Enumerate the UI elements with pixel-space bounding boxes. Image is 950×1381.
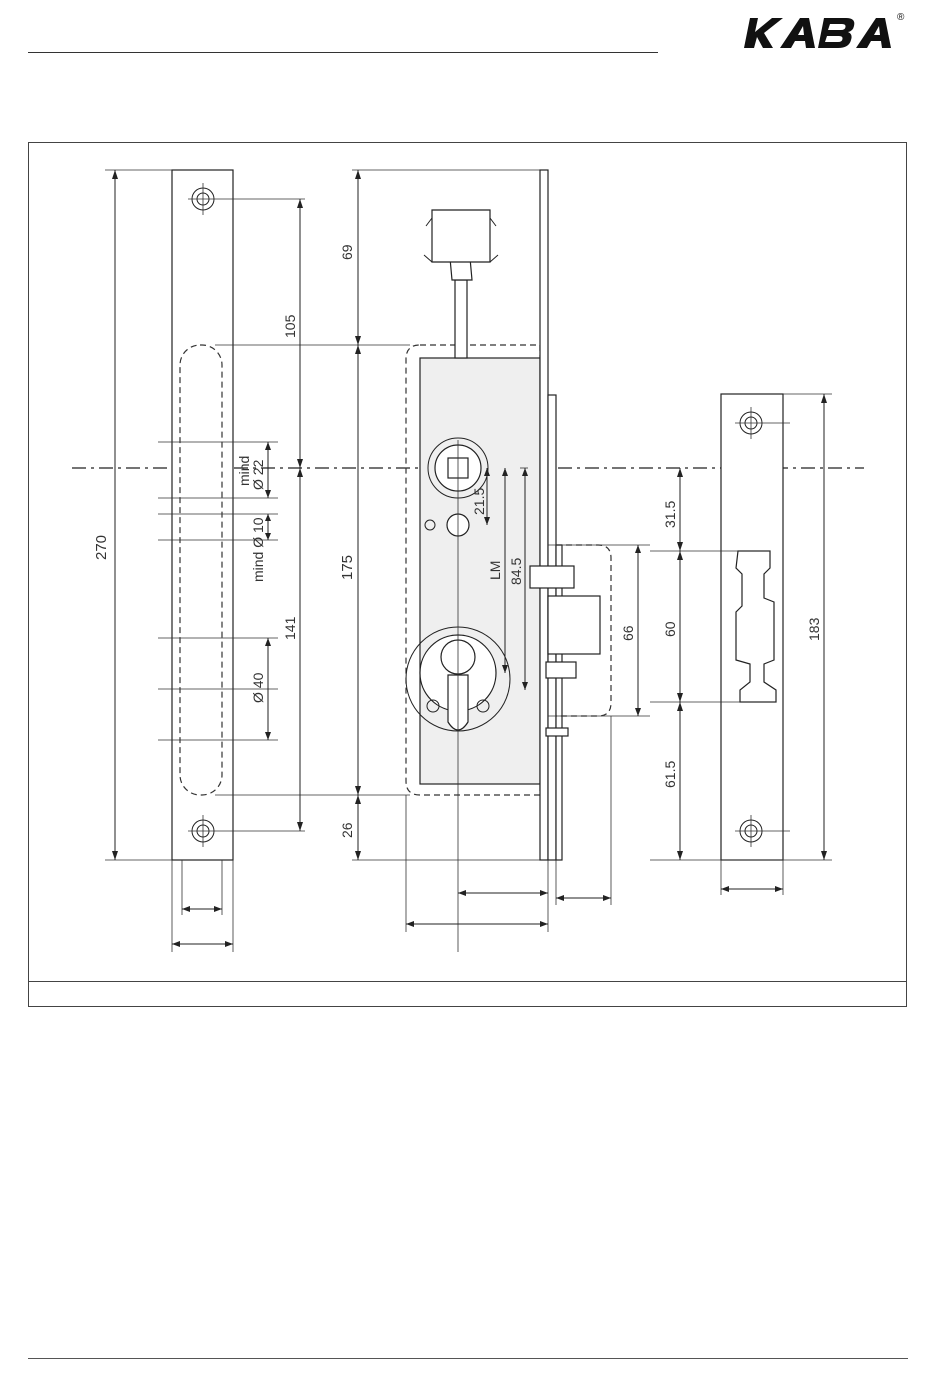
dim-backset-handle: 21.5 bbox=[471, 488, 487, 515]
dim-lm-value: 84.5 bbox=[508, 558, 524, 585]
dim-small-bore: mind Ø 10 bbox=[250, 517, 266, 582]
dim-strike-latch: 60 bbox=[662, 621, 678, 637]
dim-lower-span: 141 bbox=[282, 616, 298, 640]
dim-bottom-offset: 26 bbox=[339, 822, 355, 838]
dim-case-height: 175 bbox=[339, 555, 356, 580]
dim-strike-length: 183 bbox=[806, 617, 822, 641]
dim-faceplate-length: 270 bbox=[93, 535, 110, 560]
dim-lm-label: LM bbox=[487, 561, 503, 580]
strike-plate-view bbox=[650, 394, 832, 895]
dim-cylinder-bore: Ø 40 bbox=[250, 672, 266, 703]
dim-handle-bore: Ø 22 bbox=[250, 459, 266, 490]
dim-screw-pitch: 105 bbox=[282, 314, 298, 338]
dim-top-offset: 69 bbox=[339, 244, 355, 260]
dim-strike-opening: 66 bbox=[620, 625, 636, 641]
footer-rule bbox=[28, 1358, 908, 1359]
dim-strike-top: 31.5 bbox=[662, 501, 678, 528]
dim-strike-bottom: 61.5 bbox=[662, 761, 678, 788]
